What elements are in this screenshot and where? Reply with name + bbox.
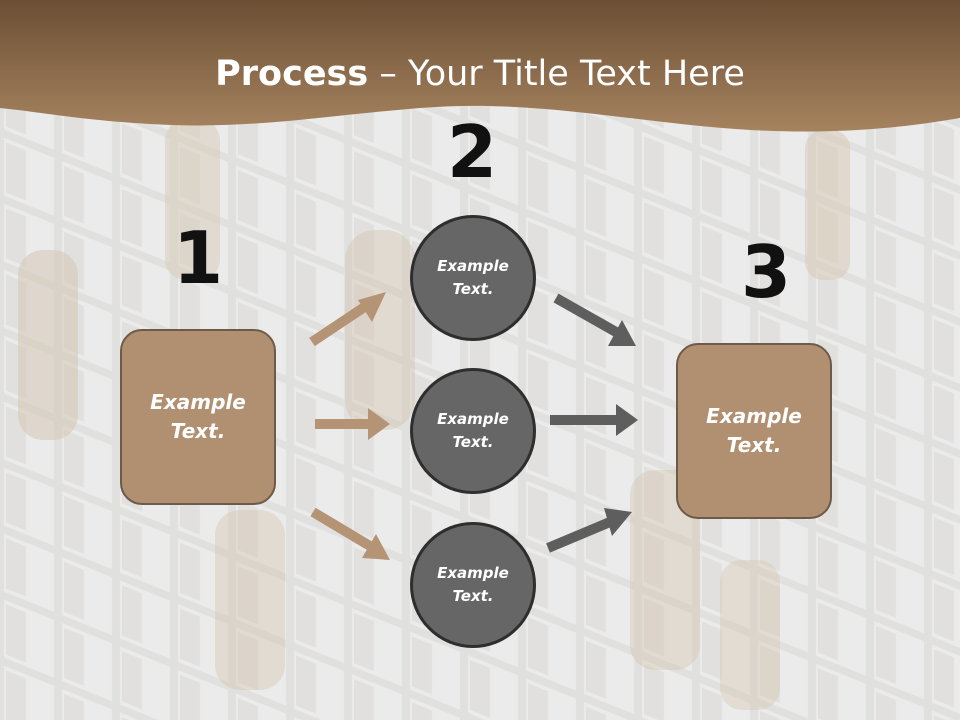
arrow-right-icon	[315, 408, 390, 440]
title-bold-part: Process	[215, 54, 369, 94]
right-box: Example Text.	[676, 343, 832, 519]
top-circle-text: Example Text.	[437, 257, 509, 298]
title-rest-part: – Your Title Text Here	[368, 54, 745, 94]
arrow-right-icon	[550, 404, 638, 436]
bottom-circle: Example Text.	[410, 522, 536, 648]
arrow-right-icon	[310, 507, 390, 560]
slide-title: Process – Your Title Text Here	[0, 52, 960, 96]
bottom-circle-text: Example Text.	[437, 564, 509, 605]
left-box-text: Example Text.	[150, 390, 246, 443]
middle-circle: Example Text.	[410, 368, 536, 494]
step-2-number: 2	[446, 110, 498, 194]
middle-circle-text: Example Text.	[437, 410, 509, 451]
top-circle: Example Text.	[410, 215, 536, 341]
left-box: Example Text.	[120, 329, 276, 505]
step-1-number: 1	[172, 216, 224, 300]
arrow-right-icon	[309, 292, 386, 347]
right-box-text: Example Text.	[706, 404, 802, 457]
step-3-number: 3	[740, 230, 792, 314]
arrow-right-icon	[553, 293, 636, 346]
arrow-right-icon	[546, 508, 632, 553]
